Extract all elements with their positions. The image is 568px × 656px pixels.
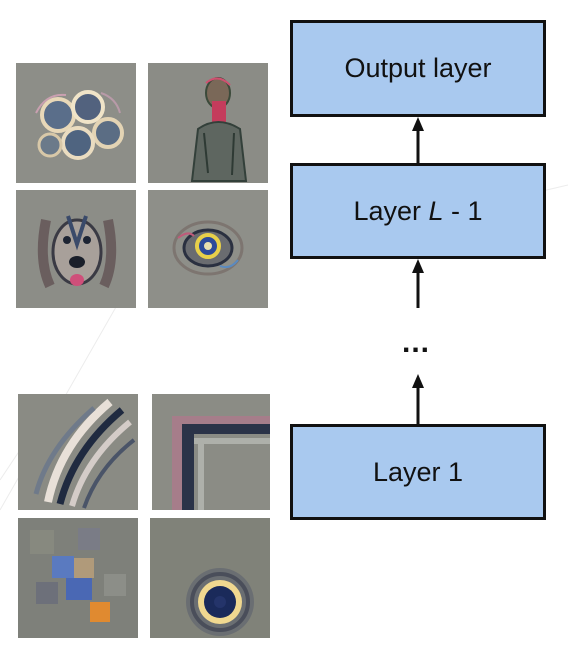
output-layer-box: Output layer [290, 20, 546, 117]
feature-thumb-diagonal-stripes [18, 394, 138, 510]
layer-l-minus-1-box: Layer L - 1 [290, 163, 546, 259]
layer-1-label: Layer 1 [372, 456, 464, 487]
layer-l-suffix: - 1 [443, 195, 483, 226]
feature-thumb-eye [148, 190, 268, 308]
output-layer-label: Output layer [344, 53, 492, 83]
feature-thumb-ring [150, 518, 270, 638]
feature-thumb-cells [16, 63, 136, 183]
layer-l-minus-1-label: Layer L - 1 [353, 196, 482, 227]
feature-thumb-dog [16, 190, 136, 308]
layer-1-box: Layer 1 [290, 424, 546, 520]
layer-l-prefix: Layer [353, 195, 429, 226]
feature-thumb-color-blob [18, 518, 138, 638]
layer-ellipsis: ... [402, 326, 431, 359]
feature-thumb-corner-edge [152, 394, 270, 510]
feature-thumb-person [148, 63, 268, 183]
layer-l-variable: L [428, 195, 444, 226]
